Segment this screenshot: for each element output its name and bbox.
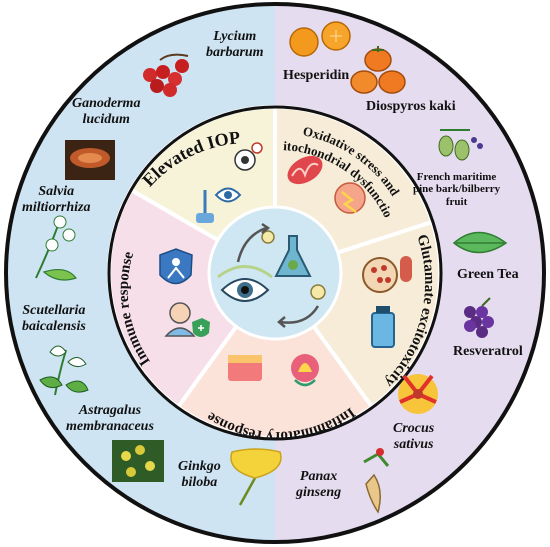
grape-icon [464,297,494,338]
herb-label-line: French maritime [416,171,497,183]
astragalus-plant-icon [112,440,164,482]
pine-cone-icon [438,129,483,161]
herb-label-line: miltiorrhiza [22,199,91,215]
inflamed-tissue-icon [228,354,319,387]
herb-green-tea: Green Tea [457,267,519,283]
herb-label-line: Green Tea [457,267,519,282]
herb-label-line: Panax [299,469,338,484]
eye-pressure-icon [196,142,263,223]
crocus-flower-icon [398,374,438,414]
herb-label-line: Ginkgo [178,459,221,474]
herb-label-line: Crocus [393,421,435,436]
salvia-flower-icon [35,215,77,281]
herb-label-line: membranaceus [66,418,154,434]
orange-icon [289,21,351,57]
herb-label-line: barbarum [206,44,264,60]
herb-label-line: Salvia [38,184,75,199]
herb-astragalus-membranaceus: Astragalus membranaceus [66,403,154,434]
herb-label-line: sativus [393,436,434,452]
persimmon-icon [350,46,406,94]
herb-scutellaria-baicalensis: Scutellaria baicalensis [22,303,86,334]
eye-drug-cycle-icon [217,222,326,328]
mushroom-icon [65,140,115,180]
ginkgo-leaf-icon [230,448,282,506]
herb-label-line: baicalensis [22,318,86,334]
outer-ring [4,2,546,544]
herb-label-line: Lycium [213,29,257,44]
herb-label-line: Diospyros kaki [366,99,456,114]
immune-shield-icon [159,248,210,337]
herb-label-line: fruit [445,195,468,208]
herb-salvia-miltiorrhiza: Salvia miltiorrhiza [22,184,90,215]
herb-resveratrol: Resveratrol [453,344,523,360]
herb-french-maritime-pine-bark: French maritime pine bark/bilberry fruit [413,171,500,208]
herb-label-line: Ganoderma [72,96,141,111]
herb-panax-ginseng: Panax ginseng [296,469,341,500]
herb-diospyros-kaki: Diospyros kaki [366,99,456,115]
goji-berry-icon [143,53,189,97]
herb-ganoderma-lucidum: Ganoderma lucidum [72,96,140,127]
herb-ginkgo-biloba: Ginkgo biloba [178,459,221,490]
tea-leaf-icon [452,231,508,254]
mitochondria-icon [287,155,366,214]
herb-label-line: Resveratrol [453,344,523,359]
herb-label-line: pine bark/bilberry [413,183,501,196]
scutellaria-flower-icon [39,345,89,396]
herb-hesperidin: Hesperidin [283,68,349,84]
herb-label-line: ginseng [296,484,342,500]
ginseng-root-icon [363,448,390,514]
herb-label-line: lucidum [82,111,130,127]
herb-label-line: Hesperidin [283,68,350,83]
herb-crocus-sativus: Crocus sativus [393,421,434,452]
neuron-synapse-icon [362,256,412,348]
herb-label-line: biloba [181,474,218,490]
herb-label-line: Scutellaria [22,303,86,318]
herb-label-line: Astragalus [78,403,142,418]
herb-lycium-barbarum: Lycium barbarum [206,29,264,60]
center-circle [207,205,343,341]
